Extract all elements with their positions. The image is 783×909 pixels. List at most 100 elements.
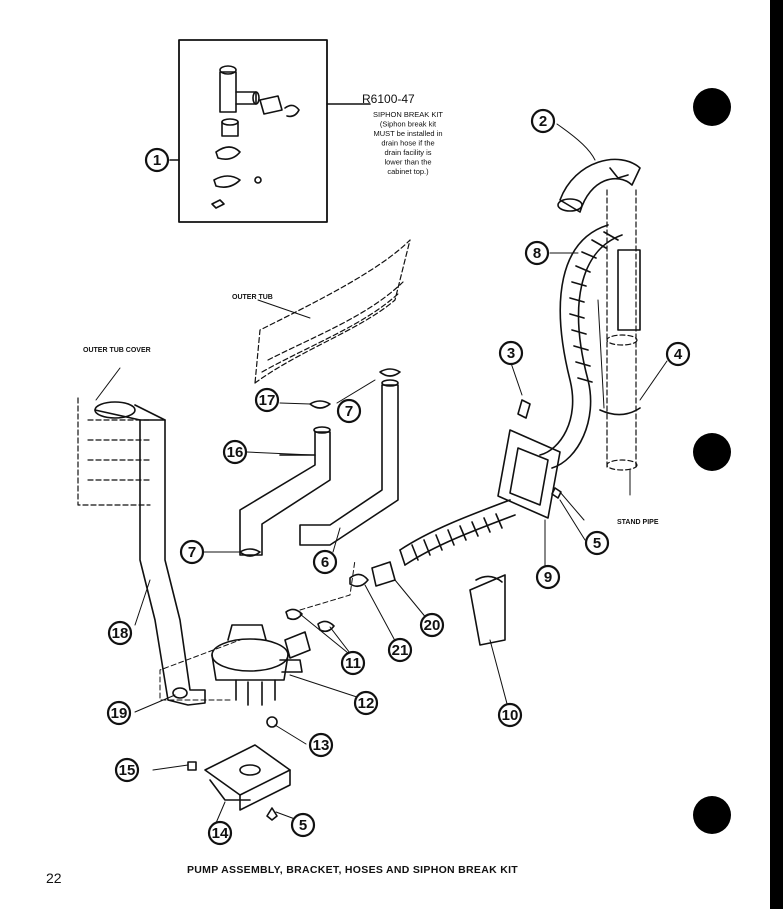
callout-number: 13 [313, 737, 330, 754]
clamps-11 [285, 608, 335, 633]
callout-circle [498, 340, 524, 366]
corrugated-hose-lower [399, 499, 516, 566]
callout-number: 18 [112, 625, 129, 642]
callout-21: 21 [387, 637, 413, 663]
callout-number: 19 [111, 705, 128, 722]
callout-2: 2 [530, 108, 556, 134]
outer-tub-label: OUTER TUB [232, 294, 273, 301]
leader-lines [134, 123, 668, 831]
callout-circle [222, 439, 248, 465]
callout-12: 12 [353, 690, 379, 716]
binder-hole [693, 88, 731, 126]
callout-10: 10 [497, 702, 523, 728]
callout-number: 1 [153, 152, 161, 169]
figure-caption: PUMP ASSEMBLY, BRACKET, HOSES AND SIPHON… [187, 864, 519, 876]
callout-circle [106, 700, 132, 726]
binder-hole [693, 433, 731, 471]
callout-number: 10 [502, 707, 519, 724]
page-edge [770, 0, 783, 909]
part-20-coupling [371, 561, 396, 587]
kit-note-line: cabinet top.) [387, 167, 429, 176]
callout-circle [535, 564, 561, 590]
callout-number: 2 [539, 113, 547, 130]
callout-4: 4 [665, 341, 691, 367]
part-8-hose [539, 224, 623, 469]
callout-11: 11 [340, 650, 366, 676]
callout-circle [312, 549, 338, 575]
callout-8: 8 [524, 240, 550, 266]
callout-number: 12 [358, 695, 375, 712]
part-4-strap [599, 407, 641, 416]
part-14-bracket [204, 744, 291, 811]
kit-note-line: MUST be installed in [373, 129, 442, 138]
callout-number: 6 [321, 554, 329, 571]
kit-note-line: lower than the [384, 158, 431, 167]
callout-circle [530, 108, 556, 134]
outer-tub [254, 239, 411, 384]
callout-number: 7 [188, 544, 196, 561]
part-5-screw-upper [551, 487, 562, 499]
pump [211, 624, 311, 706]
part-21-clamp [349, 573, 369, 588]
callout-17: 17 [254, 387, 280, 413]
callout-number: 5 [593, 535, 601, 552]
callout-5: 5 [584, 530, 610, 556]
part-13-nut [266, 716, 278, 728]
callout-5: 5 [290, 812, 316, 838]
callout-circle [107, 620, 133, 646]
callout-20: 20 [419, 612, 445, 638]
kit-note-line: drain hose if the [381, 139, 434, 148]
callout-number: 11 [345, 655, 361, 672]
part-9-mount [497, 429, 561, 519]
callout-16: 16 [222, 439, 248, 465]
callout-18: 18 [107, 620, 133, 646]
callout-6: 6 [312, 549, 338, 575]
part-2-elbow [557, 158, 641, 213]
binder-hole [693, 796, 731, 834]
callout-circle [387, 637, 413, 663]
callout-1: 1 [144, 147, 170, 173]
callout-13: 13 [308, 732, 334, 758]
callout-circle [665, 341, 691, 367]
callout-circle [179, 539, 205, 565]
callout-circle [524, 240, 550, 266]
callout-7: 7 [179, 539, 205, 565]
callout-number: 17 [259, 392, 276, 409]
kit-part-number: R6100-47 [362, 92, 415, 106]
callout-circle [207, 820, 233, 846]
callout-circle [584, 530, 610, 556]
callout-7: 7 [336, 398, 362, 424]
part-18-hose [139, 419, 206, 706]
callout-number: 9 [544, 569, 552, 586]
callout-9: 9 [535, 564, 561, 590]
callout-number: 3 [507, 345, 515, 362]
callout-number: 4 [674, 346, 683, 363]
part-5-screw-lower [266, 807, 278, 821]
callout-circle [419, 612, 445, 638]
callout-number: 20 [424, 617, 441, 634]
callout-19: 19 [106, 700, 132, 726]
callout-number: 15 [119, 762, 136, 779]
callout-circle [290, 812, 316, 838]
callout-number: 14 [212, 825, 229, 842]
callout-number: 16 [227, 444, 244, 461]
clamp-17 [309, 400, 331, 409]
callout-number: 5 [299, 817, 307, 834]
clamp-7-lower [239, 548, 261, 557]
kit-note-line: SIPHON BREAK KIT [373, 110, 443, 119]
callout-circle [308, 732, 334, 758]
callout-circle [114, 757, 140, 783]
callout-14: 14 [207, 820, 233, 846]
part-19-grommet [172, 687, 188, 699]
part-10 [469, 574, 506, 646]
callout-circle [336, 398, 362, 424]
clamp-7 [379, 368, 401, 377]
part-16-hose [239, 431, 331, 556]
page-number: 22 [46, 870, 62, 886]
callout-15: 15 [114, 757, 140, 783]
callout-circle [340, 650, 366, 676]
outer-tub-cover-label: OUTER TUB COVER [83, 347, 151, 354]
callout-circle [144, 147, 170, 173]
